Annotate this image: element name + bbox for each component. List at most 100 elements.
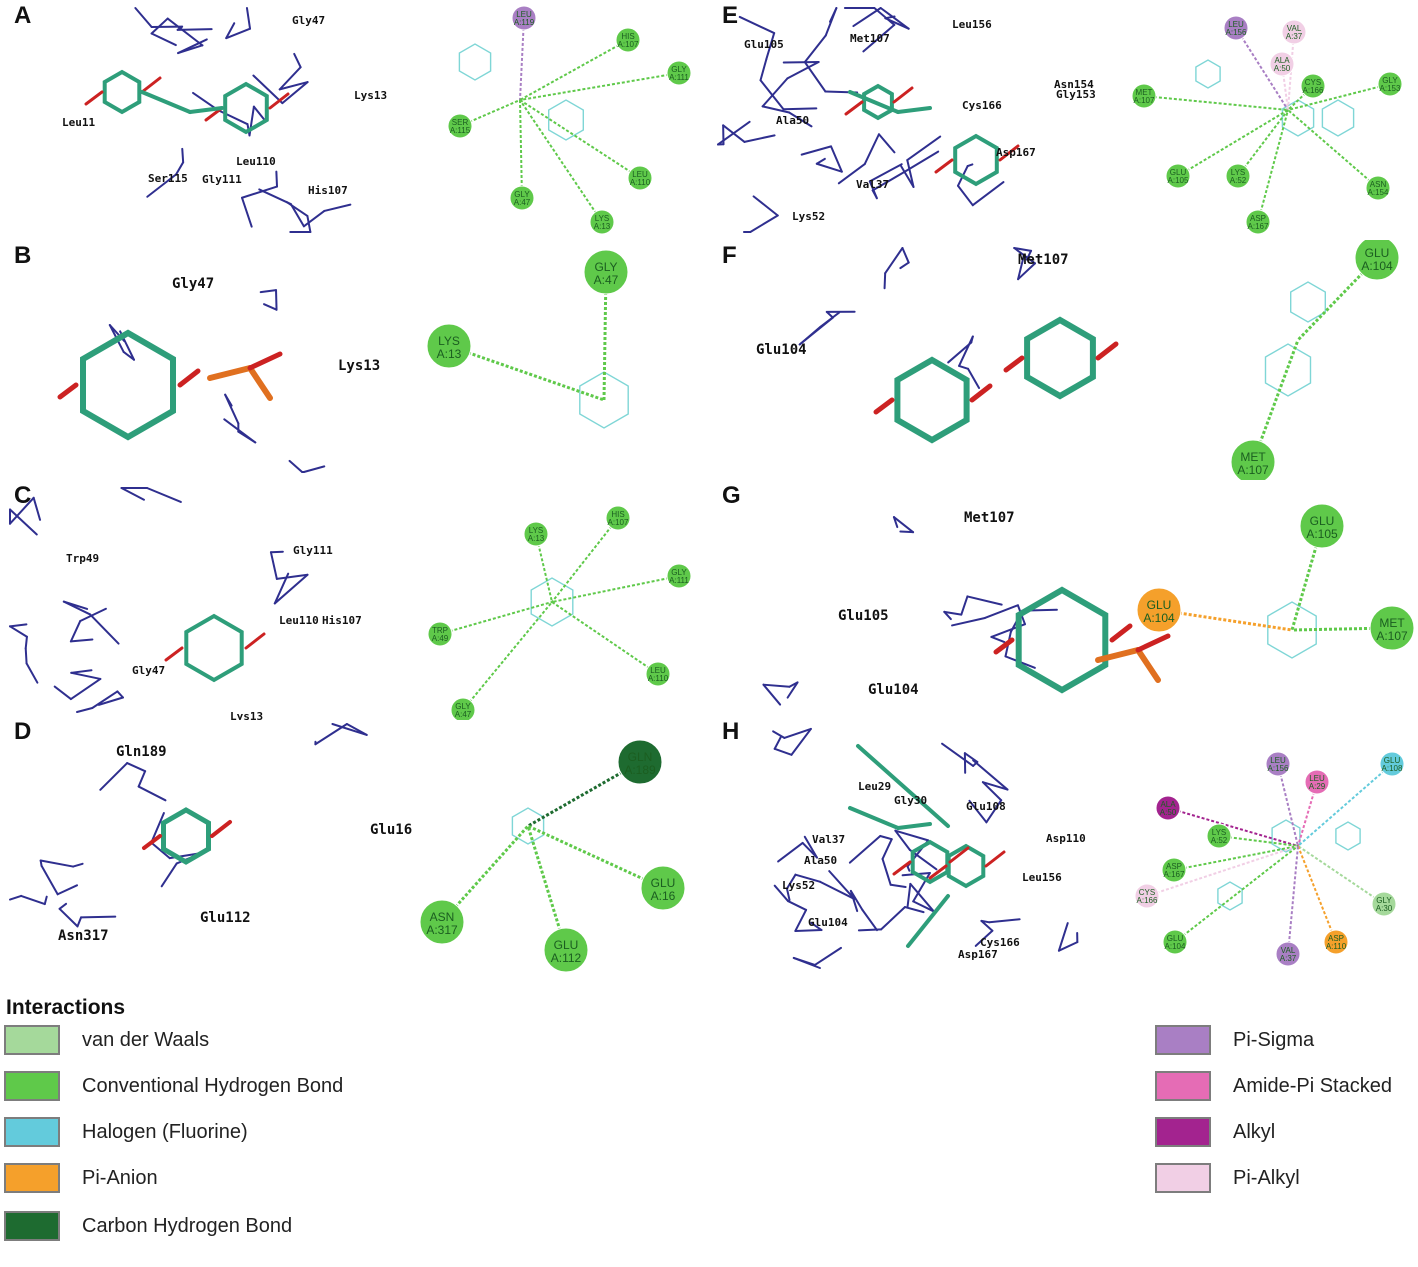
residue-node — [509, 185, 535, 211]
legend-swatch — [4, 1211, 60, 1241]
residue-node-id: A:153 — [1380, 84, 1401, 93]
residue-node — [426, 323, 472, 369]
legend-swatch — [1155, 1071, 1211, 1101]
residue-node-name: GLN — [628, 750, 653, 764]
residue-label: His107 — [322, 614, 362, 627]
residue-node-id: A:50 — [1274, 64, 1291, 73]
residue-label: Glu104 — [868, 682, 919, 698]
legend-swatch — [1155, 1117, 1211, 1147]
residue-label: Glu104 — [756, 342, 807, 358]
residue-label: Gly47 — [172, 276, 214, 292]
residue-node — [1299, 503, 1345, 549]
residue-node-id: A:156 — [1226, 28, 1247, 37]
residue-node — [1371, 891, 1397, 917]
protein-ligand-3d — [762, 516, 1171, 706]
residue-label: Glu105 — [744, 38, 784, 51]
residue-node-id: A:104 — [1361, 259, 1393, 273]
residue-node-name: GLU — [554, 938, 579, 952]
residue-label: Gly111 — [202, 173, 242, 186]
residue-node-name: GLU — [1310, 514, 1335, 528]
legend-title: Interactions — [6, 996, 126, 1019]
legend-item-carbon-h: Carbon Hydrogen Bond — [4, 1208, 292, 1244]
interaction-line — [1177, 109, 1289, 177]
residue-label: Gly30 — [894, 794, 927, 807]
residue-node-id: A:166 — [1303, 86, 1324, 95]
interaction-line — [1174, 845, 1299, 943]
residue-node — [1155, 795, 1181, 821]
residue-node-id: A:104 — [1143, 611, 1175, 625]
interaction-2d: GLUA:108LEUA:156LEUA:29ALAA:50LYSA:52ASP… — [1134, 751, 1405, 967]
residue-node-name: ASP — [1250, 214, 1266, 223]
residue-node — [523, 521, 549, 547]
interaction-line — [439, 601, 553, 635]
residue-label: Ser115 — [148, 172, 188, 185]
residue-label: Met107 — [850, 32, 890, 45]
panel-label: D — [14, 718, 32, 745]
residue-node-name: HIS — [611, 510, 624, 519]
panel-label: C — [14, 482, 32, 509]
legend-swatch — [4, 1025, 60, 1055]
residue-node-name: ASN — [1370, 180, 1387, 189]
residue-node — [1304, 769, 1330, 795]
interaction-line — [1287, 83, 1391, 111]
residue-node — [1161, 857, 1187, 883]
residue-node-id: A:112 — [551, 951, 582, 965]
legend-swatch — [1155, 1163, 1211, 1193]
residue-node-name: HIS — [621, 32, 634, 41]
protein-ligand-3d — [772, 727, 1079, 969]
interaction-line — [462, 601, 553, 711]
protein-ligand-3d — [717, 7, 1020, 233]
residue-label: Leu29 — [858, 780, 891, 793]
residue-node-name: ASP — [1166, 862, 1182, 871]
residue-label: Lys52 — [782, 879, 815, 892]
residue-label: Leu156 — [1022, 871, 1062, 884]
residue-node — [1377, 71, 1403, 97]
interaction-line — [1143, 95, 1289, 111]
residue-node-id: A:104 — [1165, 942, 1186, 951]
residue-node — [583, 249, 629, 295]
residue-node-name: LEU — [1309, 774, 1325, 783]
interaction-line — [1297, 845, 1385, 905]
residue-node — [1245, 209, 1271, 235]
residue-node-name: ALA — [1274, 56, 1290, 65]
residue-node-id: A:107 — [618, 40, 639, 49]
panel-label: F — [722, 242, 737, 269]
residue-label: Leu110 — [279, 614, 319, 627]
residue-node-name: SER — [452, 118, 469, 127]
residue-label: His107 — [308, 184, 348, 197]
interaction-line — [519, 39, 629, 101]
residue-node-id: A:166 — [1137, 896, 1158, 905]
residue-node-id: A:50 — [1160, 808, 1177, 817]
residue-label: Leu110 — [236, 155, 276, 168]
residue-node-name: VAL — [1287, 24, 1302, 33]
residue-node-name: LEU — [516, 10, 532, 19]
legend-label: Pi-Anion — [82, 1166, 158, 1189]
residue-node-id: A:167 — [1164, 870, 1185, 879]
protein-ligand-3d — [84, 7, 352, 233]
residue-label: Asp167 — [958, 948, 998, 961]
residue-node — [419, 899, 465, 945]
interaction-line — [1287, 31, 1295, 111]
residue-label: Lys13 — [338, 358, 380, 374]
interaction-2d: LYSA:13HISA:107GLYA:111TRPA:49LEUA:110GL… — [427, 505, 692, 720]
residue-node-id: A:167 — [1248, 222, 1269, 231]
interaction-line — [1167, 807, 1299, 847]
residue-node-id: A:107 — [1376, 629, 1408, 643]
residue-node-id: A:110 — [1326, 942, 1347, 951]
residue-node-id: A:107 — [608, 518, 629, 527]
residue-label: Asp167 — [996, 146, 1036, 159]
residue-node-name: MET — [1379, 616, 1405, 630]
legend-item-pi-alkyl: Pi-Alkyl — [1155, 1160, 1300, 1196]
residue-node-name: LEU — [650, 666, 666, 675]
legend-swatch — [4, 1163, 60, 1193]
residue-node — [1365, 175, 1391, 201]
residue-node-id: A:13 — [528, 534, 545, 543]
residue-node-id: A:47 — [594, 273, 619, 287]
residue-label: Gly111 — [293, 544, 333, 557]
